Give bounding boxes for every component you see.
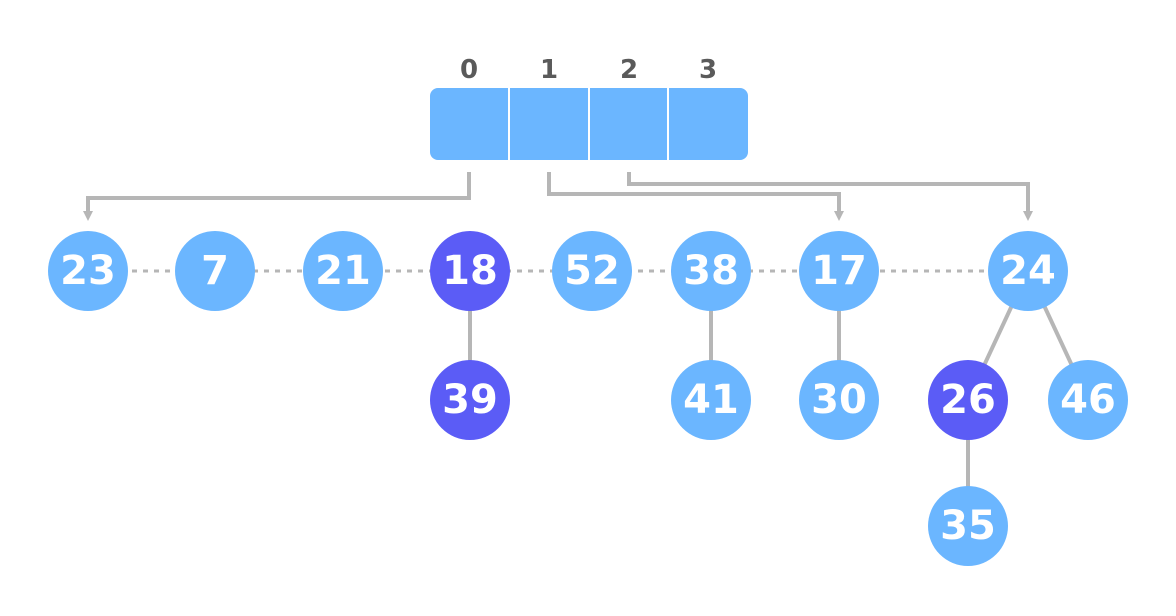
root-node: 23: [48, 231, 128, 311]
root-node: 17: [799, 231, 879, 311]
node-circle: [988, 231, 1068, 311]
array-index-2: 2: [620, 55, 638, 85]
root-node: 7: [175, 231, 255, 311]
node-circle: [48, 231, 128, 311]
root-node: 52: [552, 231, 632, 311]
node-circle: [430, 231, 510, 311]
child-node-marked: 39: [430, 360, 510, 440]
child-node: 41: [671, 360, 751, 440]
node-circle: [552, 231, 632, 311]
root-node: 21: [303, 231, 383, 311]
root-node: 24: [988, 231, 1068, 311]
root-node: 38: [671, 231, 751, 311]
node-key: 41: [683, 377, 739, 423]
node-circle: [303, 231, 383, 311]
pointer-arrow-2: [627, 172, 1033, 221]
node-key: 30: [811, 377, 867, 423]
child-node: 30: [799, 360, 879, 440]
child-node: 35: [928, 486, 1008, 566]
node-circle: [799, 360, 879, 440]
node-key: 52: [564, 248, 620, 294]
node-key: 24: [1000, 248, 1056, 294]
node-circle: [671, 231, 751, 311]
child-node: 46: [1048, 360, 1128, 440]
pointer-arrow-1: [547, 172, 844, 221]
node-key: 7: [201, 248, 229, 294]
array-index-0: 0: [460, 55, 478, 85]
node-circle: [928, 360, 1008, 440]
node-key: 35: [940, 503, 996, 549]
array-index-3: 3: [699, 55, 717, 85]
node-key: 38: [683, 248, 739, 294]
root-node-marked: 18: [430, 231, 510, 311]
node-circle: [175, 231, 255, 311]
node-circle: [1048, 360, 1128, 440]
node-circle: [671, 360, 751, 440]
node-circle: [799, 231, 879, 311]
node-key: 46: [1060, 377, 1116, 423]
pointer-arrow-0: [83, 172, 471, 221]
node-key: 18: [442, 248, 498, 294]
degree-array: [430, 88, 748, 160]
node-key: 17: [811, 248, 867, 294]
node-circle: [430, 360, 510, 440]
node-key: 26: [940, 377, 996, 423]
child-node-marked: 26: [928, 360, 1008, 440]
node-key: 23: [60, 248, 116, 294]
node-circle: [928, 486, 1008, 566]
array-index-1: 1: [540, 55, 558, 85]
node-key: 39: [442, 377, 498, 423]
node-key: 21: [315, 248, 371, 294]
